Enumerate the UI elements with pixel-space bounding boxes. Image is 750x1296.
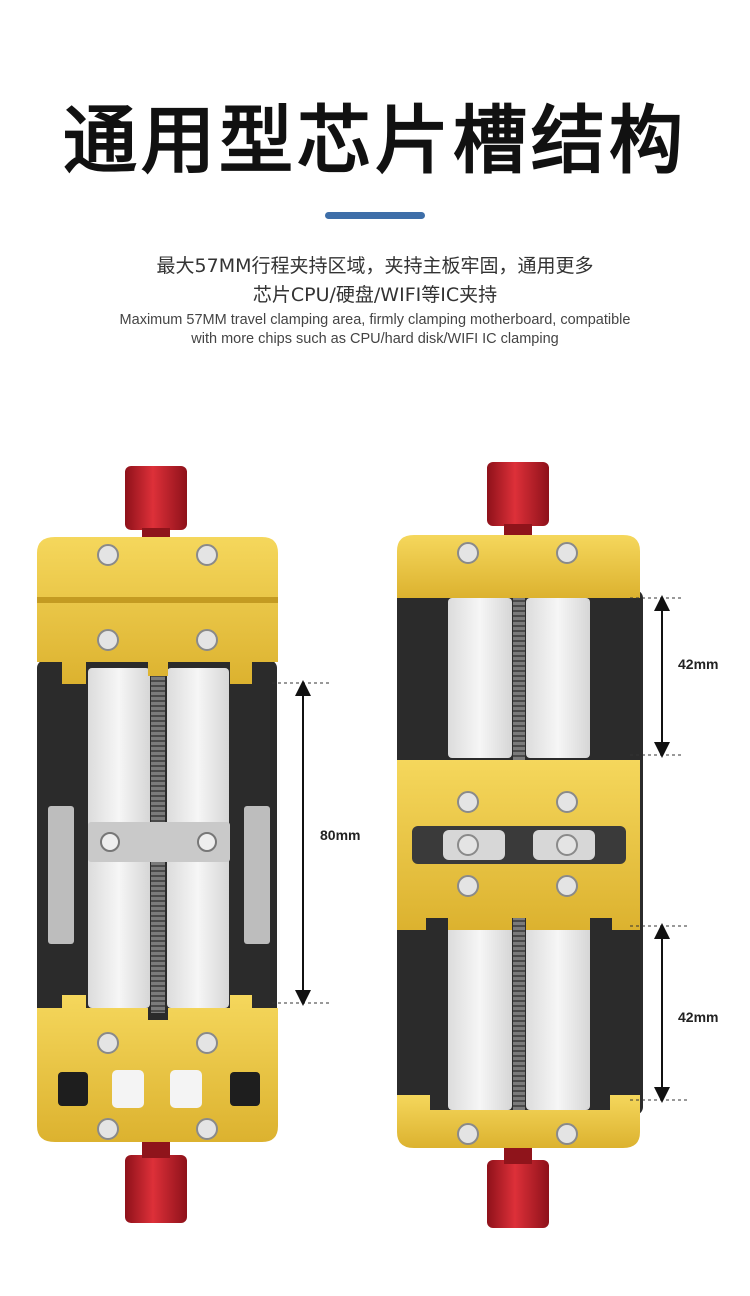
right-top-span-label: 42mm <box>678 656 718 672</box>
left-fixture <box>37 466 278 1223</box>
left-brand-tag-2 <box>244 806 270 944</box>
left-span-label: 80mm <box>320 827 360 843</box>
right-top-knob <box>487 462 549 526</box>
subtitle-cn-line-1: 最大57MM行程夹持区域，夹持主板牢固，通用更多 <box>156 255 594 277</box>
subtitle-en-line-2: with more chips such as CPU/hard disk/WI… <box>191 331 559 347</box>
right-top-clamp <box>397 535 640 598</box>
right-fixture <box>397 462 643 1228</box>
right-bottom-span-label: 42mm <box>678 1009 718 1025</box>
right-bottom-knob <box>487 1160 549 1228</box>
left-dimension: 80mm <box>272 680 374 1006</box>
product-illustration: 80mm 42mm <box>37 462 718 1228</box>
subtitle-cn-line-2: 芯片CPU/硬盘/WIFI等IC夹持 <box>252 284 498 306</box>
left-bottom-knob <box>125 1155 187 1223</box>
left-top-clamp <box>37 537 278 684</box>
title-accent-bar <box>325 212 425 219</box>
right-bottom-dimension: 42mm <box>630 923 718 1103</box>
subtitle-en-line-1: Maximum 57MM travel clamping area, firml… <box>119 312 631 328</box>
right-top-dimension: 42mm <box>630 595 718 758</box>
left-slider <box>88 822 230 862</box>
page-title: 通用型芯片槽结构 <box>63 98 687 184</box>
left-brand-tag-1 <box>48 806 74 944</box>
left-top-knob <box>125 466 187 530</box>
left-bottom-clamp <box>37 995 278 1142</box>
